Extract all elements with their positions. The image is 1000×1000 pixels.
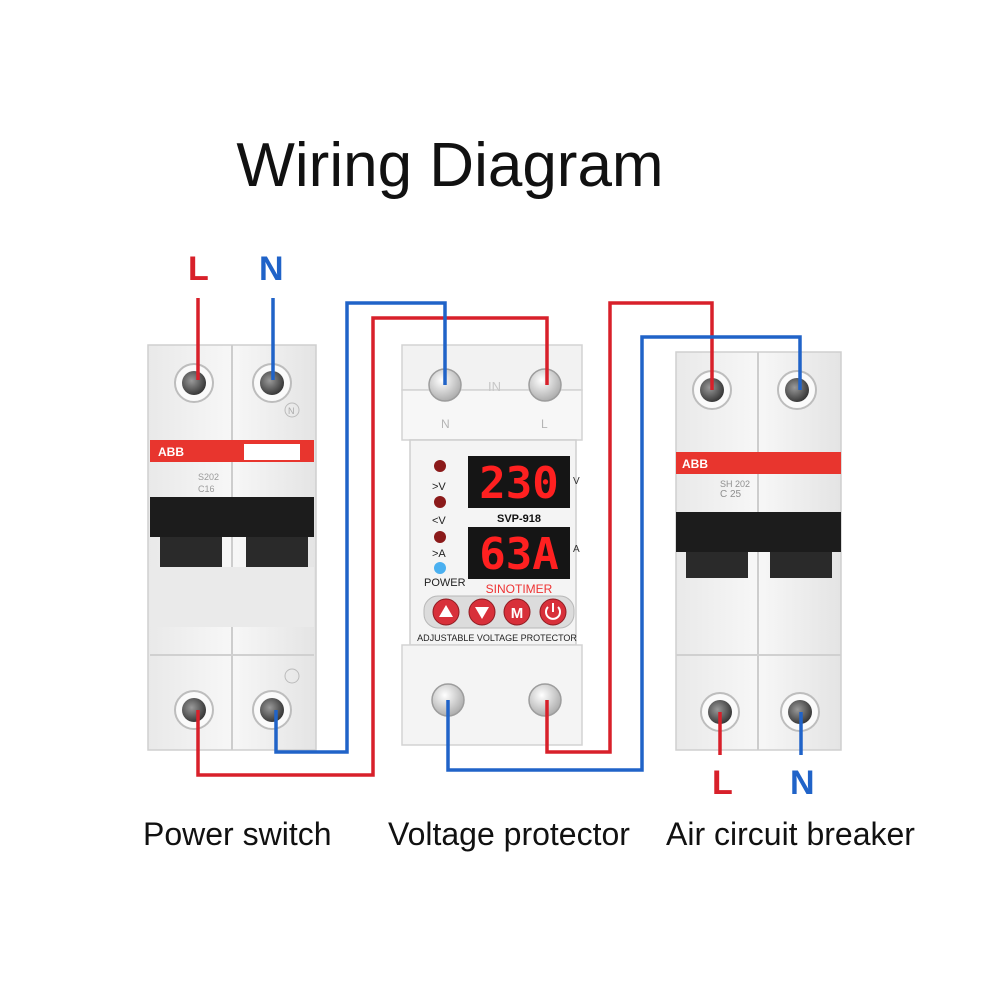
power-switch-caption: Power switch [143,816,332,852]
air-breaker-toggle [676,512,841,552]
power-switch-rating: C16 [198,484,215,494]
power-switch-terminal-bottom-l [182,698,206,722]
voltage-protector-caption: Voltage protector [388,816,630,852]
under-voltage-label: <V [432,515,446,527]
wires [196,298,803,777]
switch-to-protector-neutral-wire [274,301,447,754]
protector-to-breaker-live-wire [545,301,714,754]
down-arrow-icon [475,607,489,619]
switch-to-protector-live-wire [196,316,549,777]
power-switch-n-mark: N [288,406,295,416]
air-breaker-terminal-top-n [785,378,809,402]
air-circuit-breaker: ABB SH 202 C 25 [675,351,842,751]
current-reading: 63A [479,529,558,580]
power-switch-terminal-bottom-n [260,698,284,722]
over-voltage-led [434,460,446,472]
power-label: POWER [424,577,466,589]
protector-terminal-out-l [528,683,562,717]
air-breaker-band [676,452,841,474]
voltage-display [468,456,570,508]
output-neutral-label: N [790,764,815,802]
mode-button[interactable]: M [503,598,531,626]
protector-to-breaker-neutral-wire [446,335,802,772]
air-breaker-brand: ABB [682,457,708,471]
input-neutral-label: N [259,250,284,288]
protector-model: SVP-918 [497,513,541,525]
power-switch-terminal-top-n [260,371,284,395]
diagram-title: Wiring Diagram [236,131,664,200]
protector-product-name: ADJUSTABLE VOLTAGE PROTECTOR [417,633,577,643]
voltage-reading: 230 [479,458,558,509]
over-voltage-label: >V [432,481,446,493]
air-breaker-rating: C 25 [720,489,742,500]
voltage-protector: IN N L >V <V >A POWER 230 V SVP-918 63A … [401,344,583,746]
down-button[interactable] [468,598,496,626]
power-switch: ABB S202 C16 N [147,344,317,751]
power-switch-terminal-top-l [182,371,206,395]
up-button[interactable] [432,598,460,626]
current-display [468,527,570,579]
protector-brand: SINOTIMER [486,582,553,596]
voltage-unit: V [573,476,580,487]
over-current-led [434,531,446,543]
under-voltage-led [434,496,446,508]
power-icon [545,606,561,620]
power-led [434,562,446,574]
protector-terminal-in-l [528,368,562,402]
mode-button-label: M [511,605,524,622]
power-switch-brand: ABB [158,445,184,459]
air-breaker-caption: Air circuit breaker [666,816,915,852]
input-live-label: L [188,250,209,288]
protector-n-label: N [441,417,450,431]
protector-in-label: IN [488,379,501,394]
power-switch-toggle [150,497,314,537]
protector-l-label: L [541,417,548,431]
up-arrow-icon [439,605,453,617]
output-live-label: L [712,764,733,802]
air-breaker-model: SH 202 [720,479,750,489]
power-button[interactable] [539,598,567,626]
power-switch-model: S202 [198,472,219,482]
over-current-label: >A [432,548,446,560]
current-unit: A [573,544,580,555]
